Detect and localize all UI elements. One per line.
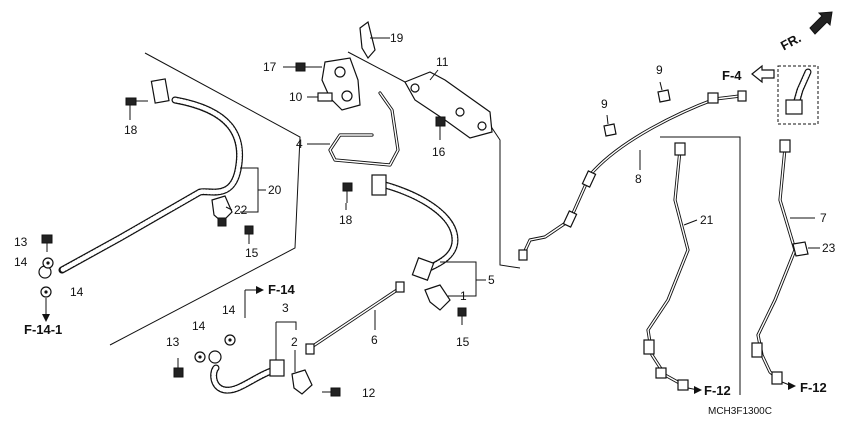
- callout-14-lower: 14: [192, 319, 206, 333]
- washer-14-lower-left: [40, 286, 52, 298]
- callout-21: 21: [700, 213, 714, 227]
- callout-15-center: 15: [456, 335, 470, 349]
- bolt-13-left: [41, 234, 53, 252]
- clamp-2: [291, 369, 313, 395]
- pipe-6: [305, 281, 405, 355]
- front-direction-arrow: [809, 11, 833, 35]
- bolt-13-lower: [173, 358, 184, 378]
- hose-clamp-1: [424, 284, 451, 311]
- clip-23: [792, 241, 809, 257]
- callout-7: 7: [820, 211, 827, 225]
- bolt-18-left: [125, 97, 148, 106]
- callout-14-mid: 14: [222, 303, 236, 317]
- pipe-4: [328, 91, 400, 167]
- callout-8: 8: [635, 172, 642, 186]
- brake-pipe-21: [643, 142, 690, 391]
- leader-22: [225, 206, 233, 211]
- leader-9-lower: [606, 114, 609, 125]
- bolt-15-left: [244, 225, 254, 244]
- brake-hose-20: [38, 78, 244, 279]
- callout-18-left: 18: [124, 123, 138, 137]
- callout-3: 3: [282, 301, 289, 315]
- bolt-17: [295, 62, 322, 72]
- callout-23: 23: [822, 241, 836, 255]
- washer-14-upper-left: [42, 257, 54, 269]
- clip-9-upper: [657, 89, 671, 103]
- callout-10: 10: [289, 90, 303, 104]
- leader-9-upper: [659, 81, 663, 91]
- callout-6: 6: [371, 333, 378, 347]
- bolt-16: [435, 116, 446, 127]
- ref-f4: F-4: [722, 68, 742, 83]
- f12-arrow-right-head: [788, 382, 796, 390]
- leader-21: [683, 219, 698, 226]
- callout-20: 20: [268, 183, 282, 197]
- bracket-plate-11: [404, 71, 493, 139]
- bolt-18-center: [342, 182, 353, 203]
- callout-16: 16: [432, 145, 446, 159]
- f14-1-arrow-head: [42, 314, 50, 322]
- callout-13-lower: 13: [166, 335, 180, 349]
- f4-inset-frame: [777, 65, 819, 125]
- callout-11: 11: [436, 55, 449, 69]
- hose-clamp-22: [211, 195, 233, 227]
- callout-2: 2: [291, 335, 298, 349]
- ref-f12-left: F-12: [704, 383, 731, 398]
- callout-9-upper: 9: [656, 63, 663, 77]
- f14-arrow-head: [256, 286, 264, 294]
- callout-17: 17: [263, 60, 277, 74]
- leader-plate-19: [347, 51, 406, 83]
- callout-5: 5: [488, 273, 495, 287]
- leader-bracket-3: [276, 321, 297, 330]
- front-label: FR.: [778, 30, 804, 53]
- ref-f14-1: F-14-1: [24, 322, 62, 337]
- bolt-15-center: [457, 307, 467, 325]
- bracket-leader-line: [489, 124, 521, 269]
- three-way-joint-10: [317, 57, 361, 111]
- callout-4: 4: [296, 137, 303, 151]
- ref-f12-right: F-12: [800, 380, 827, 395]
- callout-22: 22: [234, 203, 248, 217]
- callout-14-upper-left: 14: [14, 255, 28, 269]
- f4-inset-part: [785, 68, 812, 115]
- left-group-divider: [109, 52, 301, 346]
- washer-14-lower-b: [224, 334, 236, 346]
- clip-19: [359, 20, 376, 60]
- callout-19: 19: [390, 31, 404, 45]
- leader-bracket-5: [440, 261, 477, 297]
- callout-12: 12: [362, 386, 376, 400]
- clip-9-lower: [603, 123, 617, 137]
- brake-pipe-7: [751, 139, 797, 385]
- f12-arrow-left-head: [694, 386, 702, 394]
- f4-arrow: [751, 64, 775, 84]
- leader-11: [429, 69, 439, 81]
- callout-18-center: 18: [339, 213, 353, 227]
- diagram-code: MCH3F1300C: [708, 406, 772, 417]
- brake-pipe-8: [518, 90, 747, 261]
- bolt-12: [322, 387, 341, 397]
- callout-9-lower: 9: [601, 97, 608, 111]
- callout-1: 1: [460, 289, 467, 303]
- brake-hose-3: [208, 350, 285, 394]
- callout-14-lower-left: 14: [70, 285, 84, 299]
- ref-f14: F-14: [268, 282, 296, 297]
- washer-14-lower-a: [194, 351, 206, 363]
- right-group-frame: [660, 136, 741, 395]
- brake-hose-5: [371, 174, 459, 281]
- callout-15-left: 15: [245, 246, 259, 260]
- callout-13-left: 13: [14, 235, 28, 249]
